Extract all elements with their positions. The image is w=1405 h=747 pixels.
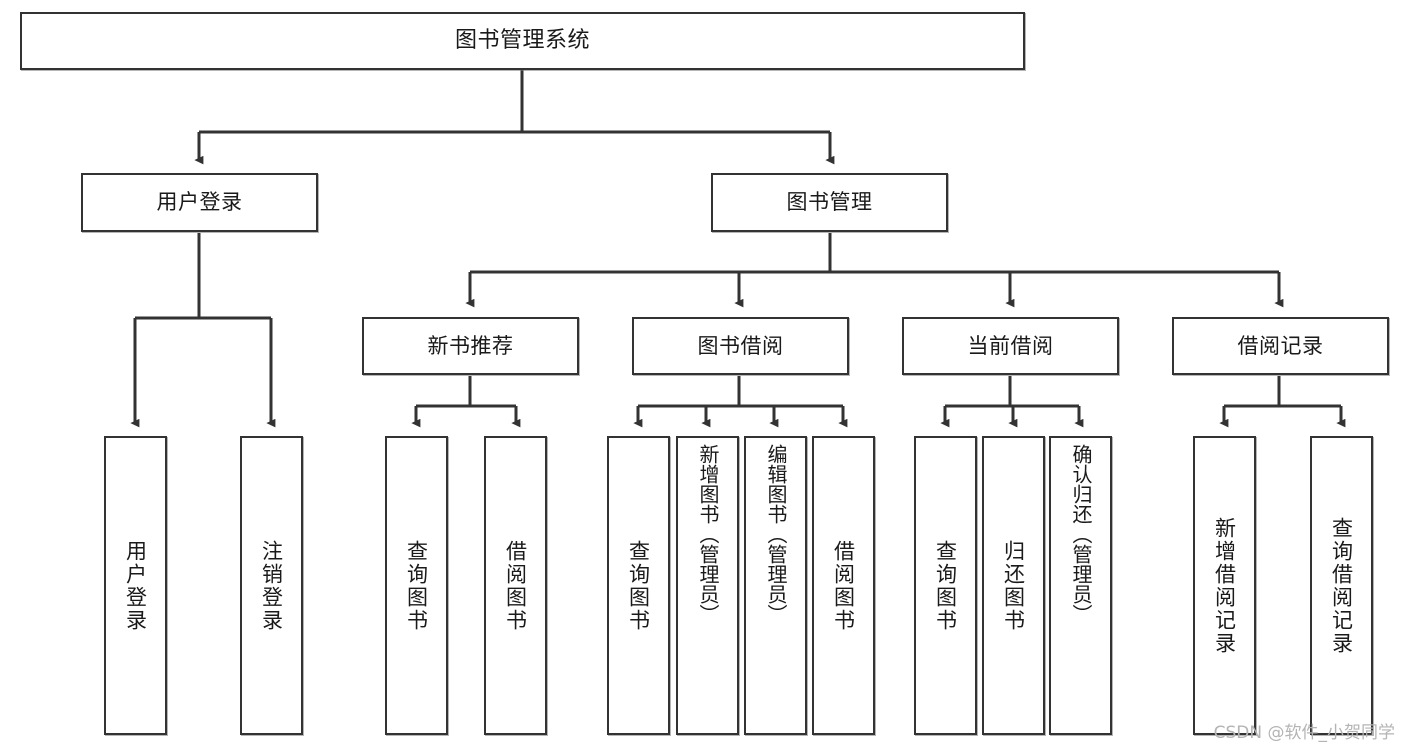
node-label: 用户登录 bbox=[123, 539, 148, 632]
node-label: 用户登录 bbox=[156, 190, 243, 215]
node-label: 借阅图书 bbox=[831, 539, 856, 632]
connector-borrowrecord-to-leaves bbox=[1219, 376, 1346, 428]
node-label: 图书借阅 bbox=[697, 333, 784, 358]
node-label: 新增图书（管理员） bbox=[696, 444, 720, 624]
leaf-query-book-borrow[interactable]: 查询图书 bbox=[607, 436, 670, 735]
connector-usercenter-to-leaves bbox=[130, 233, 276, 428]
connector-root-to-level2 bbox=[194, 70, 835, 165]
leaf-query-book-recommend[interactable]: 查询图书 bbox=[385, 436, 448, 735]
watermark-text: CSDN @软件_小贺同学 bbox=[1213, 723, 1395, 743]
node-label: 归还图书 bbox=[1001, 539, 1026, 632]
node-label: 确认归还（管理员） bbox=[1069, 444, 1093, 624]
node-label: 编辑图书（管理员） bbox=[764, 444, 788, 624]
node-label: 查询图书 bbox=[404, 539, 429, 632]
node-label: 查询借阅记录 bbox=[1329, 516, 1354, 655]
node-label: 查询图书 bbox=[933, 539, 958, 632]
node-root-book-management-system[interactable]: 图书管理系统 bbox=[20, 12, 1025, 70]
node-current-borrow[interactable]: 当前借阅 bbox=[902, 317, 1119, 375]
node-label: 借阅图书 bbox=[503, 539, 528, 632]
leaf-query-borrow-record[interactable]: 查询借阅记录 bbox=[1310, 436, 1373, 735]
node-book-borrow[interactable]: 图书借阅 bbox=[632, 317, 849, 375]
node-label: 当前借阅 bbox=[967, 333, 1054, 358]
node-label: 注销登录 bbox=[259, 539, 284, 632]
node-label: 查询图书 bbox=[626, 539, 651, 632]
leaf-return-book[interactable]: 归还图书 bbox=[982, 436, 1045, 735]
connector-newbook-to-leaves bbox=[411, 376, 521, 428]
node-book-management[interactable]: 图书管理 bbox=[711, 173, 948, 232]
leaf-edit-book-admin[interactable]: 编辑图书（管理员） bbox=[744, 436, 807, 735]
leaf-user-login[interactable]: 用户登录 bbox=[104, 436, 167, 735]
node-borrow-record[interactable]: 借阅记录 bbox=[1172, 317, 1389, 375]
leaf-borrow-book-recommend[interactable]: 借阅图书 bbox=[484, 436, 547, 735]
leaf-query-book-current[interactable]: 查询图书 bbox=[914, 436, 977, 735]
node-label: 借阅记录 bbox=[1237, 333, 1324, 358]
node-label: 图书管理系统 bbox=[454, 28, 590, 54]
connector-bookmgmt-to-level3 bbox=[465, 233, 1284, 308]
leaf-add-book-admin[interactable]: 新增图书（管理员） bbox=[676, 436, 739, 735]
node-user-login[interactable]: 用户登录 bbox=[81, 173, 318, 232]
leaf-borrow-book[interactable]: 借阅图书 bbox=[812, 436, 875, 735]
leaf-logout[interactable]: 注销登录 bbox=[240, 436, 303, 735]
connector-bookborrow-to-leaves bbox=[633, 376, 848, 428]
node-label: 图书管理 bbox=[786, 190, 873, 215]
node-new-book-recommendation[interactable]: 新书推荐 bbox=[362, 317, 579, 375]
connector-currentborrow-to-leaves bbox=[940, 376, 1084, 428]
leaf-confirm-return-admin[interactable]: 确认归还（管理员） bbox=[1049, 436, 1112, 735]
node-label: 新增借阅记录 bbox=[1212, 516, 1237, 655]
leaf-add-borrow-record[interactable]: 新增借阅记录 bbox=[1193, 436, 1256, 735]
node-label: 新书推荐 bbox=[427, 333, 514, 358]
